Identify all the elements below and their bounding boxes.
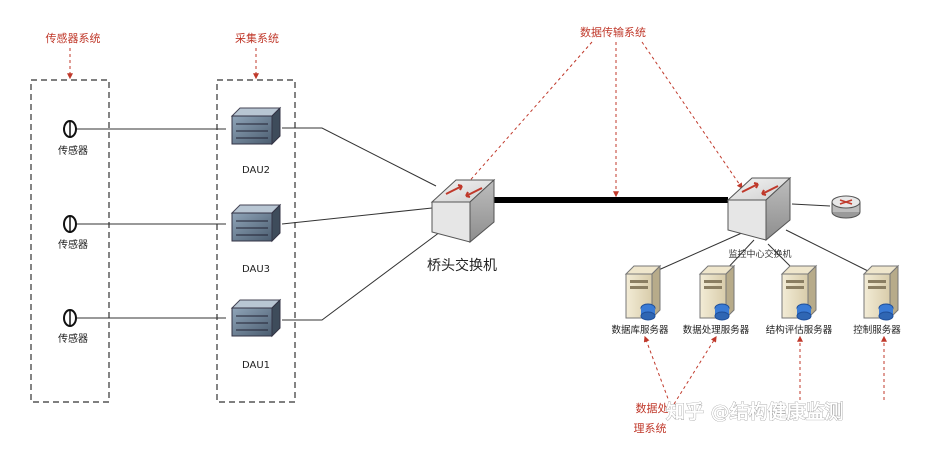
zhihu-watermark: 知乎 @结构健康监测 bbox=[666, 400, 844, 423]
dau1-device bbox=[230, 298, 282, 338]
bridge-switch bbox=[430, 178, 496, 244]
server-label-data-processing: 数据处理服务器 bbox=[683, 324, 750, 336]
dau2-device bbox=[230, 106, 282, 146]
monitoring-center-switch bbox=[726, 176, 792, 242]
data-processing-system-label-2: 理系统 bbox=[634, 422, 667, 435]
server-tower-icon bbox=[862, 264, 900, 321]
server-label-control: 控制服务器 bbox=[853, 324, 901, 336]
server-tower-icon bbox=[698, 264, 736, 321]
server-label-database: 数据库服务器 bbox=[611, 324, 669, 336]
link-dau3-bridge bbox=[281, 207, 433, 225]
network-switch-icon bbox=[430, 178, 496, 244]
sensor-2 bbox=[63, 215, 77, 233]
link-center-ctrl bbox=[785, 229, 871, 273]
data-transmission-system-label: 数据传输系统 bbox=[580, 25, 646, 39]
sensor-system-label: 传感器系统 bbox=[46, 32, 101, 45]
structural-evaluation-server bbox=[780, 264, 818, 321]
dau-device-icon bbox=[230, 203, 282, 243]
sensor-1 bbox=[63, 120, 77, 138]
control-server bbox=[862, 264, 900, 321]
data-processing-server bbox=[698, 264, 736, 321]
transmission-arrow-center bbox=[641, 41, 743, 189]
network-switch-icon bbox=[726, 176, 792, 242]
center-switch-label: 监控中心交换机 bbox=[728, 248, 791, 260]
server-label-structural-evaluation: 结构评估服务器 bbox=[766, 324, 833, 336]
link-center-router bbox=[791, 203, 831, 207]
dau3-device bbox=[230, 203, 282, 243]
dau-device-icon bbox=[230, 298, 282, 338]
dau-device-icon bbox=[230, 106, 282, 146]
server-tower-icon bbox=[780, 264, 818, 321]
sensor-label-2: 传感器 bbox=[58, 238, 88, 251]
database-server bbox=[624, 264, 662, 321]
sensor-label-3: 传感器 bbox=[58, 332, 88, 345]
router-icon bbox=[831, 195, 861, 219]
link-center-db bbox=[653, 231, 745, 273]
sensor-label-1: 传感器 bbox=[58, 144, 88, 157]
link-dau2-bridge bbox=[282, 127, 437, 187]
dau-label-dau1: DAU1 bbox=[242, 360, 270, 371]
server-tower-icon bbox=[624, 264, 662, 321]
acquisition-system-label: 采集系统 bbox=[235, 31, 279, 45]
link-dau1-bridge bbox=[282, 231, 441, 321]
dau-label-dau2: DAU2 bbox=[242, 165, 270, 176]
sensor-3 bbox=[63, 309, 77, 327]
processing-arrow-db bbox=[643, 335, 671, 405]
data-processing-system-label-1: 数据处 bbox=[636, 401, 669, 415]
processing-arrow-dp bbox=[673, 335, 717, 405]
transmission-arrow-bridge bbox=[465, 41, 593, 186]
router bbox=[831, 195, 861, 219]
bridge-switch-label: 桥头交换机 bbox=[427, 257, 497, 274]
dau-label-dau3: DAU3 bbox=[242, 264, 270, 275]
